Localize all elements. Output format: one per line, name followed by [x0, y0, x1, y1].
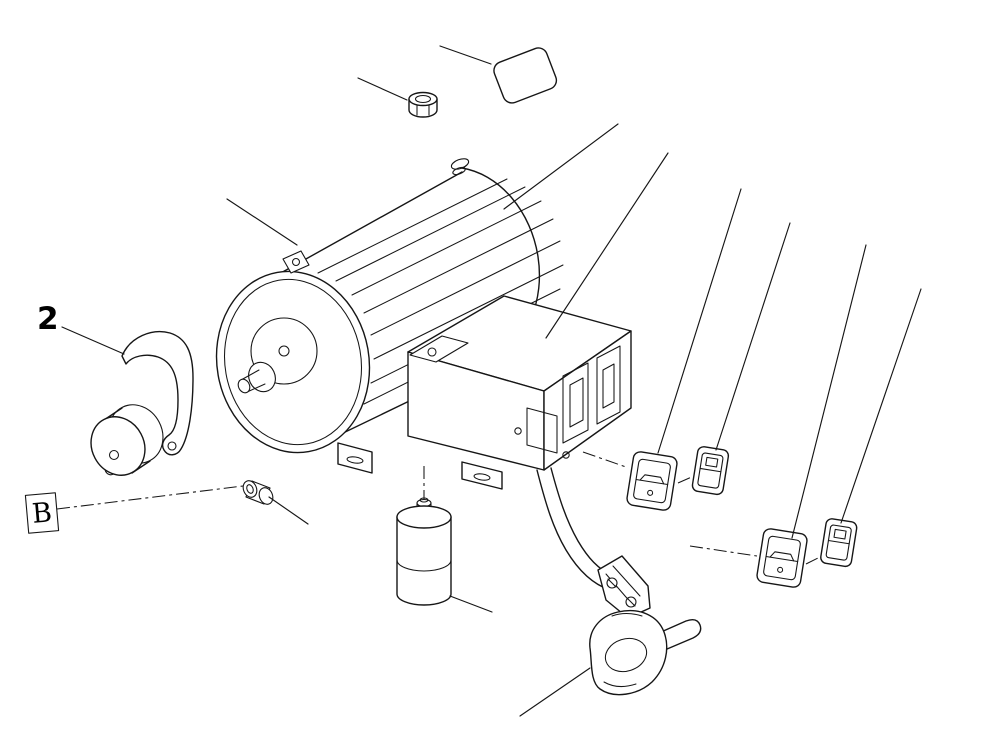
- mounting-feet: [337, 442, 503, 490]
- top-terminal-strip: [282, 250, 310, 274]
- capacitor: [396, 497, 452, 606]
- callout-item-2: 2: [37, 301, 59, 337]
- hex-nut: [408, 91, 438, 118]
- leader-lines: [61, 45, 922, 717]
- lever-pivot: [167, 441, 177, 451]
- roller-face: [90, 416, 146, 476]
- rocker-switch-small-2: [820, 518, 858, 568]
- lever-arm: [121, 331, 194, 456]
- plug-body: [589, 610, 668, 696]
- motor-shaft: [237, 361, 276, 394]
- box-cover-plate: [409, 335, 469, 363]
- lever-assembly: [90, 331, 194, 476]
- detail-letter-box: [24, 492, 60, 534]
- item-number-label: 2: [37, 301, 59, 337]
- terminal-box: [407, 295, 632, 471]
- detail-letter-label: B: [31, 497, 53, 530]
- cord-grip: [597, 555, 651, 619]
- lifting-eye: [450, 158, 470, 170]
- callout-detail-b: B: [24, 492, 60, 534]
- center-lines: [56, 451, 821, 565]
- front-cutout: [526, 407, 558, 454]
- rocker-switch-large-1: [626, 451, 678, 511]
- rocker-switch-large-2: [756, 528, 808, 588]
- power-plug: [589, 610, 702, 696]
- name-plate: [493, 47, 558, 104]
- switch-cutouts: [562, 345, 621, 444]
- pin-bushing: [242, 480, 274, 505]
- rocker-switch-small-1: [691, 446, 730, 496]
